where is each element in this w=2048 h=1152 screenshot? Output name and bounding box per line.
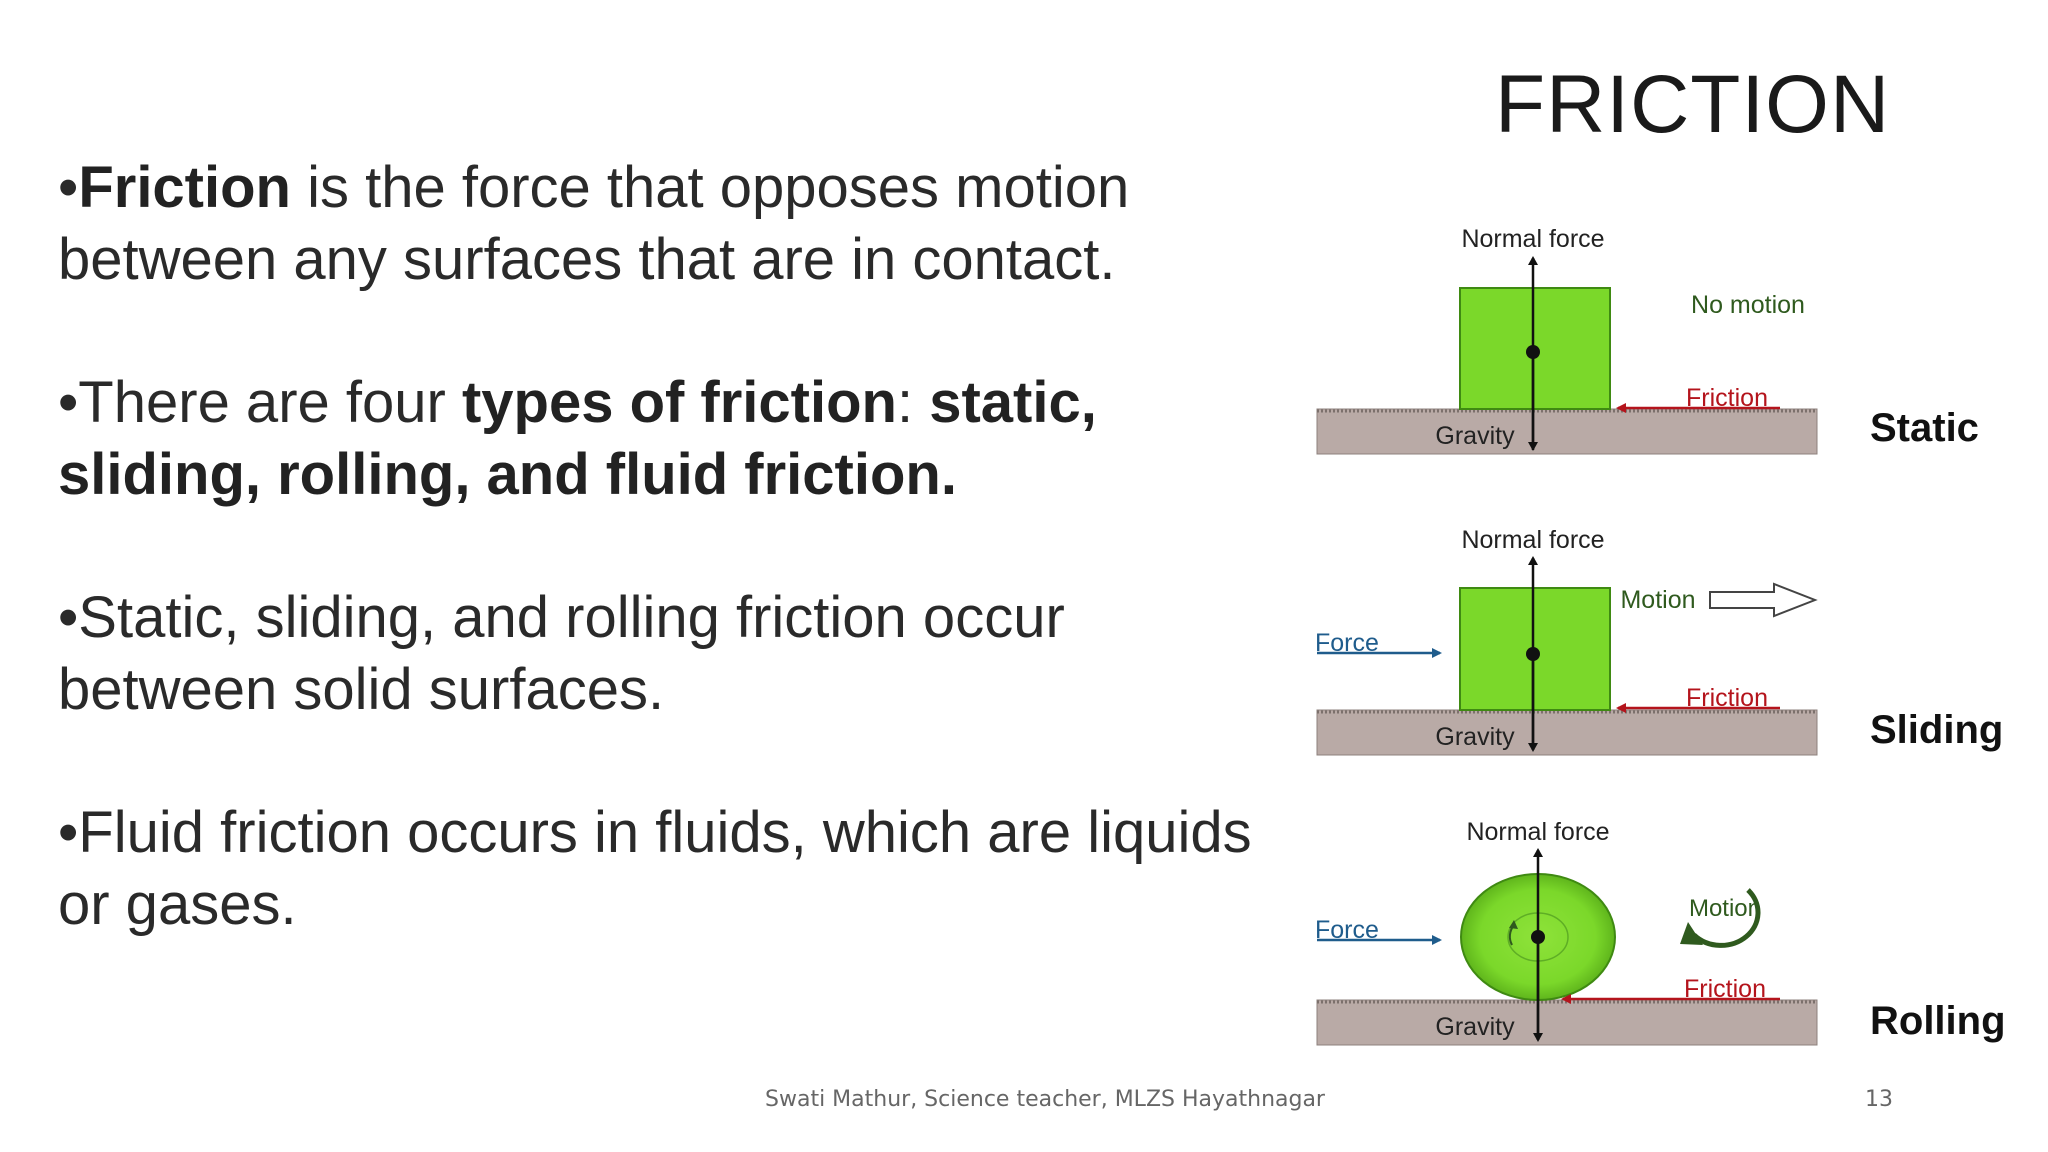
sliding-friction-label: Friction [1686, 684, 1768, 712]
footer-author: Swati Mathur, Science teacher, MLZS Haya… [765, 1087, 1325, 1112]
sliding-panel: Normal force Gravity Friction Force Moti… [1315, 526, 2003, 756]
rolling-ground [1316, 999, 1818, 1046]
sliding-motion-arrow-icon [1709, 582, 1818, 618]
sliding-normal-force-label: Normal force [1461, 526, 1604, 554]
static-panel: Normal force Gravity Friction No motion … [1316, 225, 1979, 455]
rolling-panel: Normal force Gravity Friction Force Moti… [1315, 818, 2006, 1046]
static-no-motion-label: No motion [1691, 291, 1805, 319]
friction-types-diagram: Normal force Gravity Friction No motion … [1315, 225, 2006, 1046]
bullet-text: •Fluid friction occurs in fluids, which … [58, 800, 1252, 937]
sliding-center-dot [1526, 647, 1540, 661]
bullet-bold-text: static, sliding, rolling, and fluid fric… [58, 370, 1097, 507]
static-ground [1316, 408, 1818, 455]
bullet-text: is the force that opposes motion between… [58, 155, 1130, 292]
rolling-normal-force-label: Normal force [1466, 818, 1609, 846]
static-type-label: Static [1870, 406, 1979, 450]
bullet-fluid-friction: •Fluid friction occurs in fluids, which … [58, 797, 1258, 941]
rolling-type-label: Rolling [1870, 999, 2006, 1043]
rolling-motion-circular-arrow-icon [1692, 888, 1761, 948]
bullet-text: •Static, sliding, and rolling friction o… [58, 585, 1065, 722]
rolling-friction-label: Friction [1684, 975, 1766, 1003]
sliding-type-label: Sliding [1870, 708, 2003, 752]
bullet-solid-friction: •Static, sliding, and rolling friction o… [58, 582, 1258, 726]
bullet-bold-text: Friction [78, 155, 291, 220]
static-center-dot [1526, 345, 1540, 359]
bullet-types-of-friction: •There are four types of friction: stati… [58, 367, 1258, 511]
static-gravity-label: Gravity [1435, 422, 1515, 450]
sliding-motion-label: Motion [1620, 586, 1695, 614]
bullet-text: • [58, 155, 79, 220]
sliding-ground [1316, 709, 1818, 756]
static-normal-force-label: Normal force [1461, 225, 1604, 253]
bullet-friction-definition: •Friction is the force that opposes moti… [58, 152, 1258, 296]
slide-title: FRICTION [1495, 59, 1891, 150]
slide-page-number: 13 [1865, 1087, 1893, 1112]
rolling-gravity-label: Gravity [1435, 1013, 1515, 1041]
rolling-center-dot [1531, 930, 1545, 944]
bullet-text: •There are four [58, 370, 462, 435]
sliding-gravity-label: Gravity [1435, 723, 1515, 751]
bullet-bold-text: types of friction [461, 370, 897, 435]
sliding-force-label: Force [1315, 629, 1379, 657]
bullet-list: •Friction is the force that opposes moti… [58, 152, 1258, 1012]
sliding-block [1459, 587, 1611, 711]
static-friction-label: Friction [1686, 384, 1768, 412]
bullet-text: : [896, 370, 930, 435]
rolling-motion-label: Motion [1689, 895, 1761, 922]
rolling-force-label: Force [1315, 916, 1379, 944]
